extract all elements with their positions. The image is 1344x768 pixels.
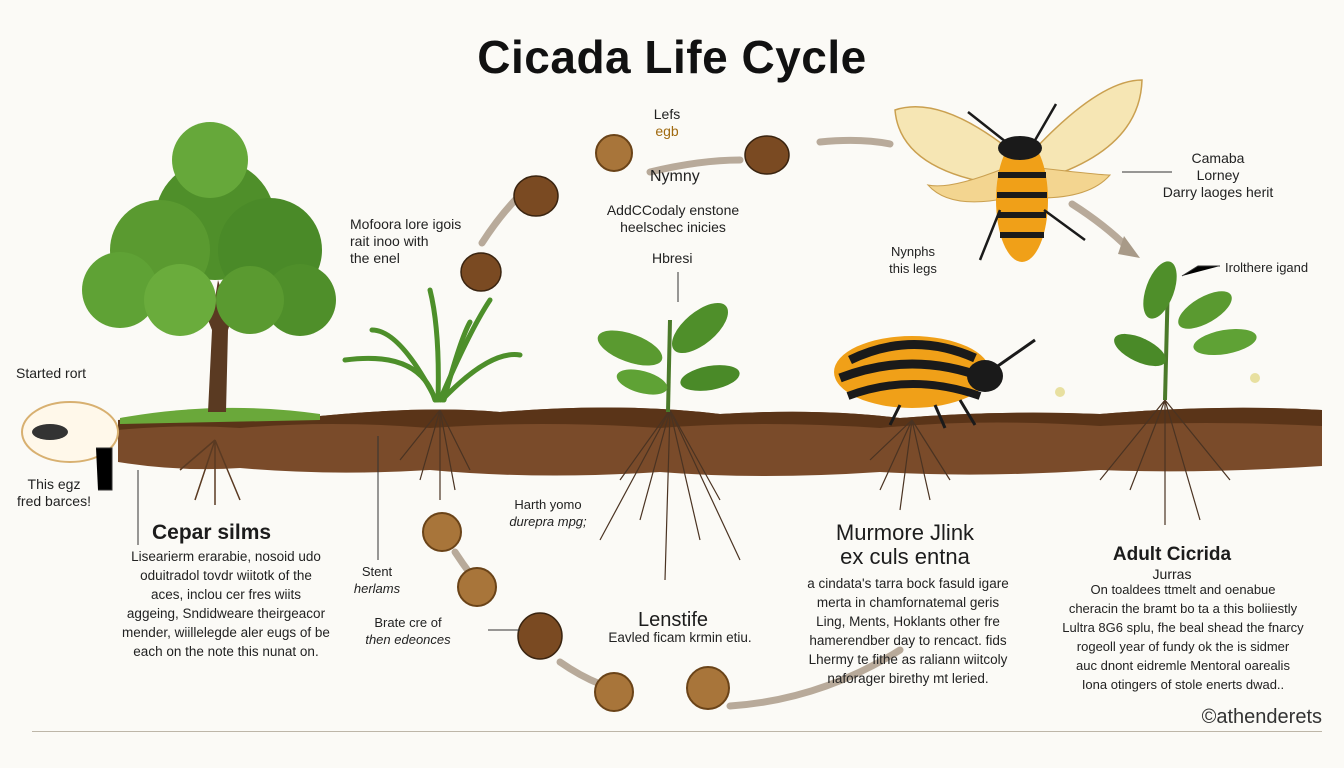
harth-label: Harth yomo durepra mpg; <box>502 496 594 530</box>
text-line: Lhermy te fithe as raliann wiitcoly <box>808 652 1008 667</box>
text-line: Eavled ficam krmin etiu. <box>608 630 752 645</box>
eggs-label: Lefs egb <box>648 106 686 140</box>
left-mid-label-line: rait inoo with <box>350 233 429 249</box>
nymph-description: AddCCodaly enstone heelschec inicies <box>588 202 758 236</box>
heading-line: Jurras <box>1152 566 1192 582</box>
leader-lines <box>96 171 1220 631</box>
plant-label: Irolthere igand <box>1225 260 1309 275</box>
arrow-head <box>1118 236 1140 258</box>
section-text-middle: Eavled ficam krmin etiu. <box>590 628 770 647</box>
text-line: Lisearierm erarabie, nosoid udo <box>131 549 321 564</box>
credit-text: ©athenderets <box>1201 706 1322 728</box>
egg-note-line: This egz <box>27 476 81 492</box>
text-line: On toaldees ttmelt and oenabue <box>1090 582 1276 597</box>
text-line: naforager birethy mt leried. <box>827 671 989 686</box>
started-root-label: Started rort <box>16 365 87 381</box>
grass-plant-illustration <box>342 287 523 403</box>
section-heading-right: Adult Cicrida Jurras <box>1092 543 1252 581</box>
text-line: rogeoll year of fundy ok the is sidmer <box>1076 639 1290 654</box>
footer-divider <box>32 731 1322 732</box>
eggs-illustration <box>422 134 730 712</box>
brate-label-line: Brate cre of <box>374 615 442 630</box>
stent-label-line: Stent <box>361 564 393 579</box>
text-line: Ling, Ments, Hoklants other fre <box>816 614 1000 629</box>
nymphs-label: Nynphs this legs <box>880 243 946 277</box>
brate-label: Brate cre of then edeonces <box>360 614 456 648</box>
root-cluster <box>399 399 1231 581</box>
text-line: auc dnont eidremle Mentoral oarealis <box>1076 658 1290 673</box>
egg-note-line: fred barces! <box>17 493 91 509</box>
hbresi-label: Hbresi <box>652 250 693 266</box>
adult-label-line: Camaba <box>1191 150 1245 166</box>
section-text-right-mid: a cindata's tarra bock fasuld igare mert… <box>800 574 1016 688</box>
text-line: cheracin the bramt bo ta a this boliiest… <box>1068 601 1298 616</box>
eggs-label-line: egb <box>655 123 679 139</box>
adult-label-line: Lorney <box>1196 167 1240 183</box>
left-mid-label-line: the enel <box>350 250 400 266</box>
page-title: Cicada Life Cycle <box>477 31 867 83</box>
crawling-cicada-illustration <box>834 336 1036 429</box>
section-text-right: On toaldees ttmelt and oenabue cheracin … <box>1058 580 1308 694</box>
stent-label-line: herlams <box>353 581 401 596</box>
section-heading-left: Cepar silms <box>152 521 272 544</box>
egg-note-label: This egz fred barces! <box>10 476 98 510</box>
adult-label: Camaba Lorney Darry laoges herit <box>1158 150 1278 201</box>
harth-label-line: durepra mpg; <box>509 514 587 529</box>
nymphs-illustration <box>460 135 790 660</box>
text-line: each on the note this nunat on. <box>133 644 319 659</box>
text-line: aggeing, Sndidweare theirgeacor <box>126 606 326 621</box>
soil-layer <box>118 407 1322 476</box>
text-line: hamerendber day to rencact. fids <box>809 633 1007 648</box>
brate-label-line: then edeonces <box>365 632 451 647</box>
section-heading-middle: Lenstife <box>638 609 709 631</box>
text-line: oduitradol tovdr wiitotk of the <box>140 568 312 583</box>
text-line: aces, inclou cer fres wiits <box>150 587 302 602</box>
left-mid-label-line: Mofoora lore igois <box>350 216 462 232</box>
text-line: mender, wiillelegde aler eugs of be <box>122 625 330 640</box>
tree-illustration <box>82 122 336 505</box>
text-line: Lultra 8G6 splu, fhe beal shead the fnar… <box>1062 620 1304 635</box>
section-text-left: Lisearierm erarabie, nosoid udo oduitrad… <box>98 547 354 661</box>
heading-line: Adult Cicrida <box>1112 544 1232 565</box>
heading-line: Murmore Jlink <box>835 520 975 545</box>
text-line: Iona otingers of stole enerts dwad.. <box>1081 677 1285 692</box>
nymphs-label-line: Nynphs <box>890 244 936 259</box>
adult-cicada-illustration <box>894 79 1143 262</box>
eggs-label-line: Lefs <box>653 106 681 122</box>
stent-label: Stent herlams <box>350 563 404 597</box>
section-heading-right-mid: Murmore Jlink ex culs entna <box>820 521 990 569</box>
heading-line: ex culs entna <box>840 544 970 569</box>
seedling-illustration <box>597 302 740 413</box>
adult-label-line: Darry laoges herit <box>1162 184 1274 200</box>
young-plant-illustration <box>1055 261 1260 401</box>
left-mid-label: Mofoora lore igois rait inoo with the en… <box>350 216 461 267</box>
harth-label-line: Harth yomo <box>514 497 582 512</box>
egg-nest-illustration <box>21 401 119 463</box>
text-line: a cindata's tarra bock fasuld igare <box>807 576 1009 591</box>
nymph-label: Nymny <box>650 168 700 185</box>
nymph-description-line: heelschec inicies <box>620 219 726 235</box>
nymphs-label-line: this legs <box>889 261 937 276</box>
nymph-description-line: AddCCodaly enstone <box>606 202 740 218</box>
text-line: merta in chamfornatemal geris <box>816 595 1000 610</box>
